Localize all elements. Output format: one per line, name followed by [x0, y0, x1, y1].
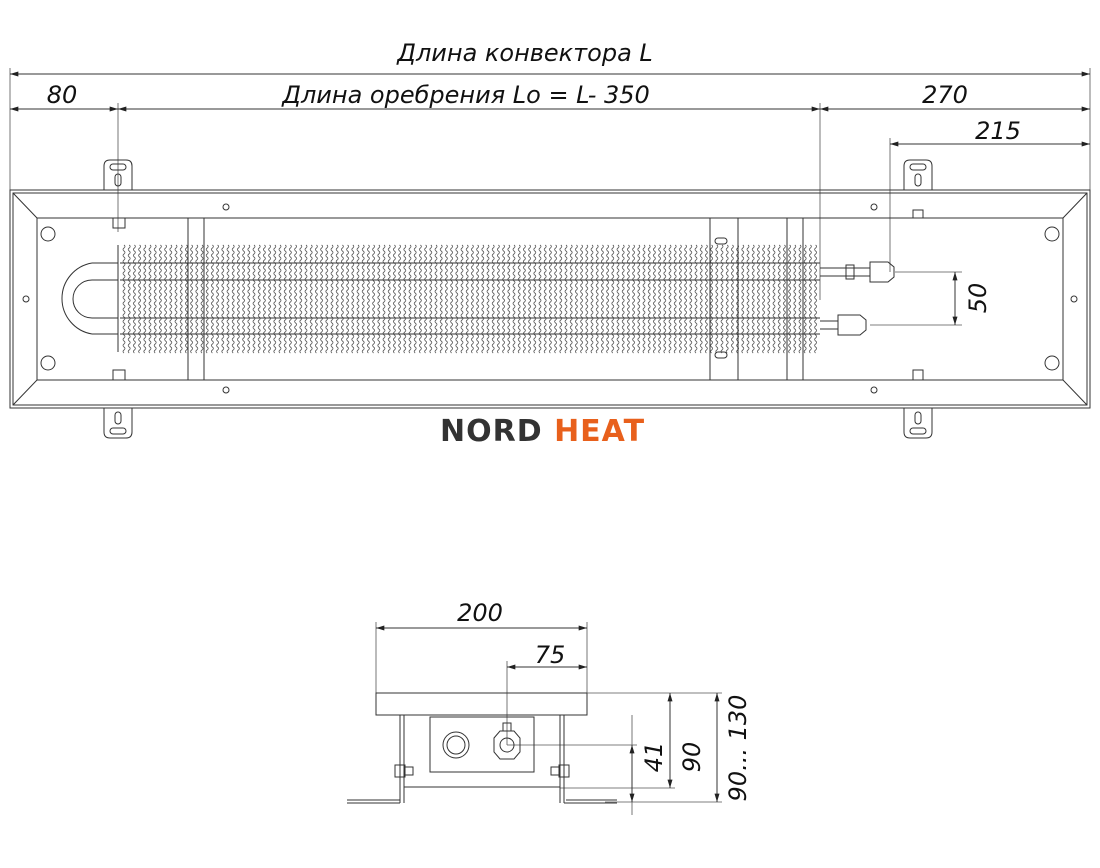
section-view — [347, 622, 722, 815]
extension-lines — [9, 68, 1091, 326]
pipe-spacing-label: 50 — [964, 283, 992, 314]
fin-pack — [122, 244, 817, 354]
heat-exchanger — [61, 217, 895, 381]
logo-nord: NORD — [440, 414, 543, 449]
height-range-label: 90... 130 — [724, 695, 752, 802]
width-label: 200 — [457, 599, 503, 627]
dimension-lines — [10, 71, 1090, 325]
left-offset-label: 80 — [47, 81, 78, 109]
height-label: 90 — [678, 742, 706, 773]
connection-height-label: 41 — [640, 742, 668, 773]
logo-heat: HEAT — [554, 414, 646, 449]
inlet-offset-label: 215 — [975, 117, 1021, 145]
fin-length-label: Длина оребрения Lo = L- 350 — [281, 81, 650, 109]
nord-heat-logo: NORD HEAT — [440, 414, 645, 449]
right-offset-label: 270 — [922, 81, 968, 109]
total-length-label: Длина конвектора L — [396, 39, 653, 67]
connection-offset-label: 75 — [535, 641, 566, 669]
convector-housing — [9, 159, 1091, 439]
